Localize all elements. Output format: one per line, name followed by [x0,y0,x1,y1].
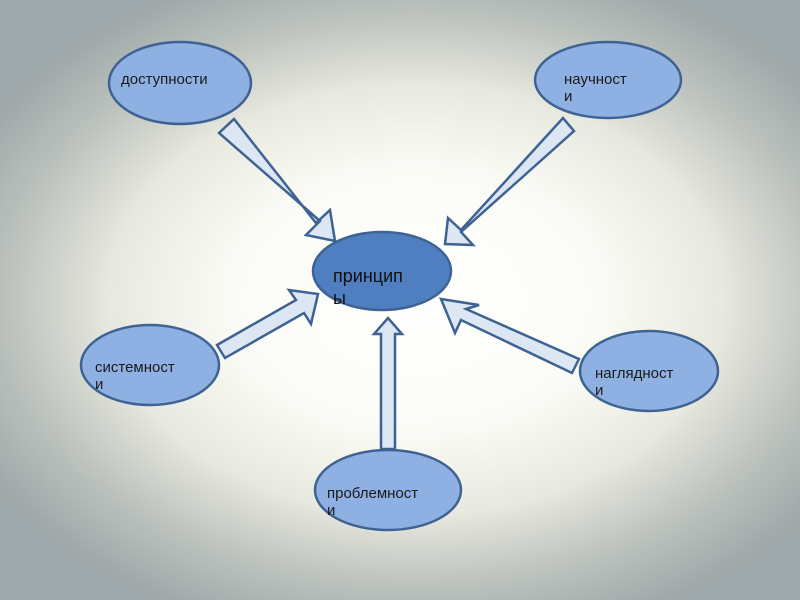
node-center [311,230,453,312]
label-dostupnosti: доступности [121,71,208,88]
node-nauchnosti [533,40,683,120]
label-naglyadnosti: наглядност и [595,365,674,399]
node-problemnosti [313,448,463,532]
node-naglyadnosti [578,329,720,413]
arrow-from-naglyadnosti [438,297,581,375]
arrow-from-dostupnosti [217,117,337,243]
label-sistemnosti: системност и [95,359,175,393]
arrow-from-nauchnosti [443,116,576,247]
arrow-from-sistemnosti [215,288,320,360]
node-sistemnosti [79,323,221,407]
label-center: принцип ы [333,266,403,308]
node-dostupnosti [107,40,253,126]
label-nauchnosti: научност и [564,71,627,105]
label-problemnosti: проблемност и [327,485,419,519]
arrow-from-problemnosti [371,316,405,451]
